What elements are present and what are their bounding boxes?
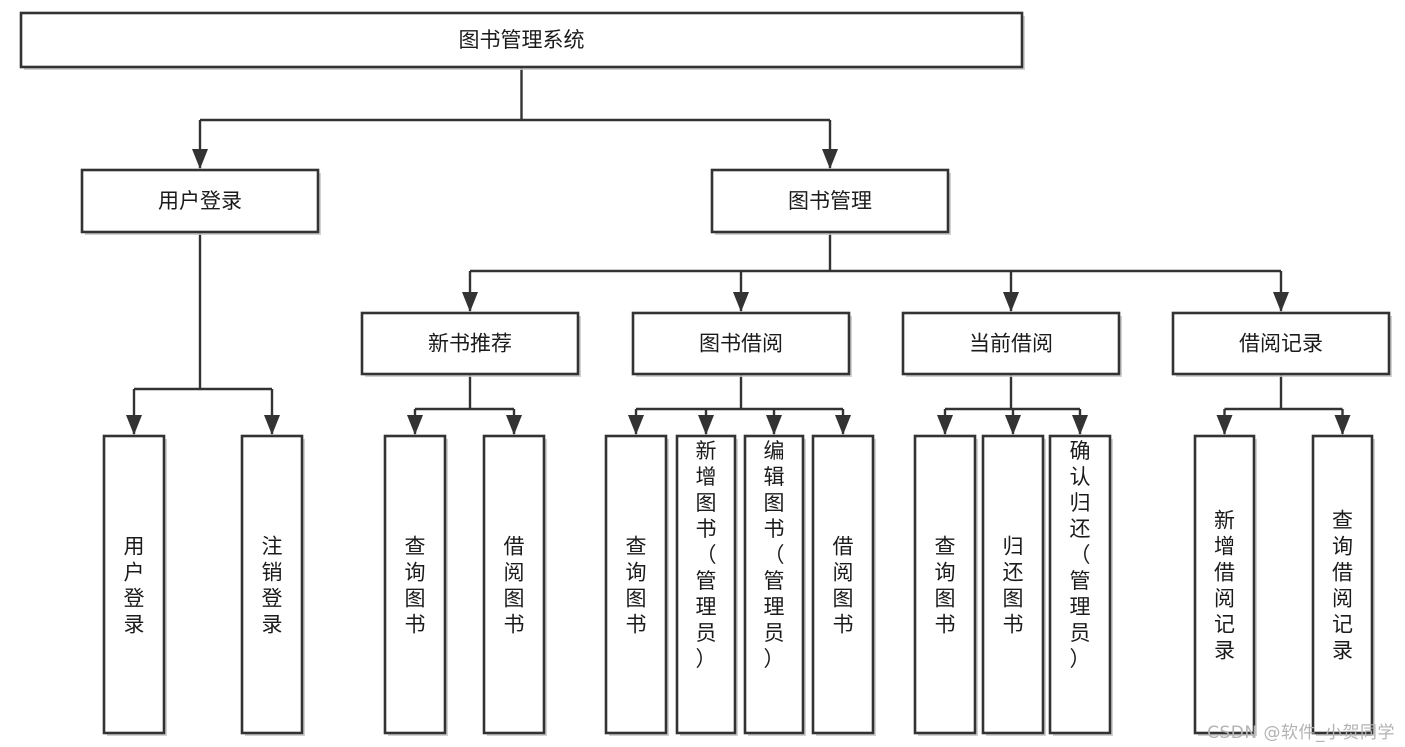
node-current-borrow-label: 当前借阅 — [969, 332, 1053, 356]
arrow-bm-to-l2-1 — [733, 292, 749, 312]
csdn-watermark: CSDN @软件_小贺同学 — [1207, 723, 1395, 743]
leaf-leaf-user-login-box[interactable] — [102, 434, 166, 735]
leaf-leaf-add-book-admin-box[interactable] — [675, 434, 737, 735]
leaf-leaf-return-book-label: 归还图书 — [1003, 535, 1024, 637]
leaf-leaf-query-book-1-box[interactable] — [383, 434, 447, 735]
arrow-new-book-recommend-leaf-1 — [506, 415, 522, 435]
arrow-bm-to-l2-0 — [462, 292, 478, 312]
arrow-bm-to-l2-2 — [1003, 292, 1019, 312]
leaf-leaf-confirm-return-admin-label: 确认归还（管理员） — [1070, 439, 1091, 671]
node-new-book-recommend-label: 新书推荐 — [428, 332, 512, 356]
node-user-login-box[interactable] — [80, 168, 320, 234]
leaf-leaf-logout-login-box[interactable] — [240, 434, 304, 735]
leaf-leaf-logout-login-label: 注销登录 — [262, 535, 283, 637]
leaf-leaf-query-borrow-record-label: 查询借阅记录 — [1332, 509, 1353, 663]
leaf-leaf-add-borrow-record-label: 新增借阅记录 — [1214, 509, 1235, 663]
node-book-borrow-label: 图书借阅 — [699, 332, 783, 356]
arrow-new-book-recommend-leaf-0 — [407, 415, 423, 435]
arrow-book-borrow-leaf-0 — [628, 415, 644, 435]
leaf-leaf-query-book-3-box[interactable] — [913, 434, 977, 735]
leaf-leaf-confirm-return-admin-box[interactable] — [1048, 434, 1112, 735]
arrow-book-borrow-leaf-3 — [835, 415, 851, 435]
leaf-leaf-borrow-book-2-label: 借阅图书 — [833, 535, 854, 637]
leaf-leaf-query-borrow-record-box[interactable] — [1311, 434, 1374, 735]
leaf-leaf-query-book-3-label: 查询图书 — [935, 535, 956, 637]
leaf-leaf-return-book-box[interactable] — [981, 434, 1045, 735]
arrow-book-borrow-leaf-2 — [766, 415, 782, 435]
arrow-current-borrow-leaf-0 — [937, 415, 953, 435]
arrow-root-to-l1-1 — [822, 149, 838, 169]
node-book-borrow-box[interactable] — [631, 311, 851, 376]
leaf-leaf-borrow-book-1-box[interactable] — [482, 434, 546, 735]
arrow-user-login-leaf-0 — [126, 415, 142, 435]
node-current-borrow-box[interactable] — [901, 311, 1121, 376]
arrow-user-login-leaf-1 — [264, 415, 280, 435]
arrow-bm-to-l2-3 — [1273, 292, 1289, 312]
node-new-book-recommend-box[interactable] — [360, 311, 580, 376]
leaf-leaf-user-login-label: 用户登录 — [124, 535, 145, 637]
node-book-management-box[interactable] — [710, 168, 950, 234]
leaf-leaf-borrow-book-2-box[interactable] — [811, 434, 875, 735]
root-node-box[interactable] — [19, 11, 1024, 69]
arrow-root-to-l1-0 — [192, 149, 208, 169]
arrow-current-borrow-leaf-2 — [1072, 415, 1088, 435]
node-borrow-record-label: 借阅记录 — [1239, 332, 1323, 356]
arrow-borrow-record-leaf-0 — [1216, 415, 1233, 435]
leaf-leaf-query-book-1-label: 查询图书 — [405, 535, 426, 637]
leaf-leaf-query-book-2-label: 查询图书 — [626, 535, 647, 637]
leaf-leaf-query-book-2-box[interactable] — [604, 434, 668, 735]
root-node-label: 图书管理系统 — [459, 28, 585, 52]
leaf-leaf-edit-book-admin-box[interactable] — [743, 434, 805, 735]
connector-layer — [126, 67, 1351, 435]
leaf-leaf-add-borrow-record-box[interactable] — [1193, 434, 1256, 735]
leaf-leaf-borrow-book-1-label: 借阅图书 — [504, 535, 525, 637]
leaf-leaf-edit-book-admin-label: 编辑图书（管理员） — [764, 439, 785, 671]
leaf-leaf-add-book-admin-label: 新增图书（管理员） — [696, 439, 717, 671]
node-layer: 图书管理系统用户登录图书管理新书推荐图书借阅当前借阅借阅记录用户登录注销登录查询… — [19, 11, 1392, 736]
node-book-management-label: 图书管理 — [788, 189, 872, 213]
arrow-book-borrow-leaf-1 — [698, 415, 714, 435]
arrow-current-borrow-leaf-1 — [1005, 415, 1021, 435]
arrow-borrow-record-leaf-1 — [1334, 415, 1351, 435]
node-user-login-label: 用户登录 — [158, 189, 242, 213]
node-borrow-record-box[interactable] — [1171, 311, 1391, 376]
